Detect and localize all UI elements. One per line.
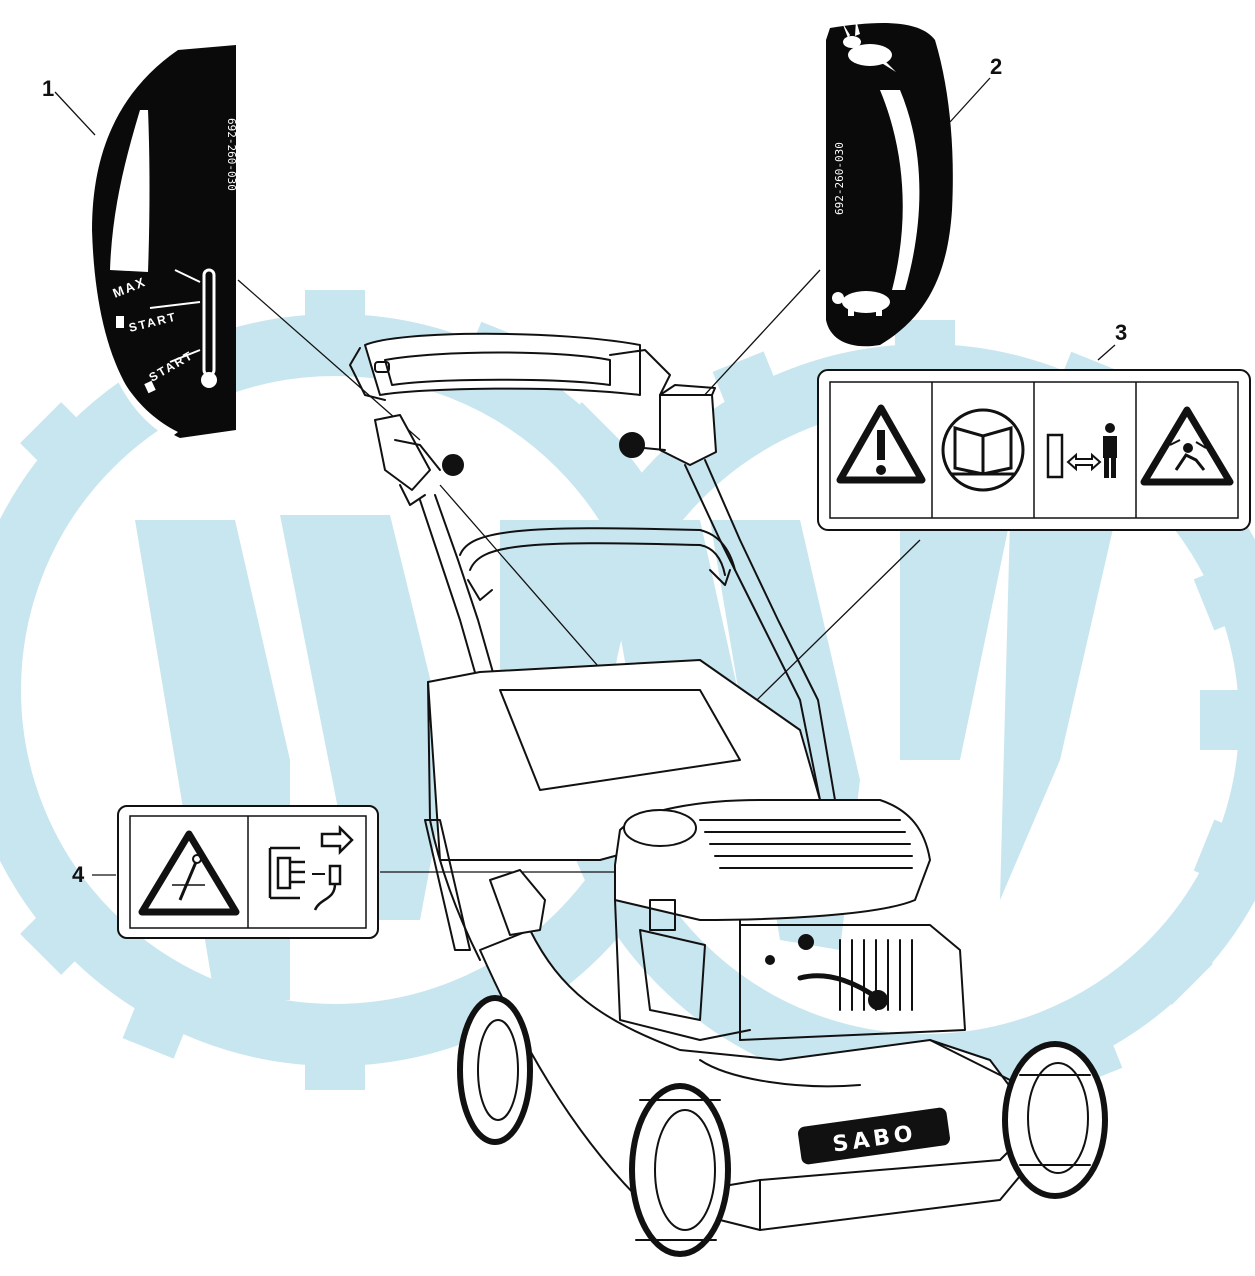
hare-icon: [842, 20, 896, 72]
tool-warning-triangle-icon: [138, 830, 240, 916]
callout-3: 3: [1115, 320, 1127, 345]
callout-1: 1: [42, 76, 54, 101]
throttle-lever: [374, 414, 464, 506]
front-left-wheel: [629, 1083, 731, 1257]
catcher-brand-mark: [424, 819, 471, 951]
decal-1-throttle: MAX START START 692-260-030: [92, 45, 238, 438]
engine: [614, 799, 966, 1041]
callout-4: 4: [72, 862, 85, 887]
decal-2-speed: 692-260-030: [826, 20, 953, 347]
decal-2-part-code: 692-260-030: [833, 142, 846, 215]
lower-handle-frame: [459, 527, 736, 601]
rear-left-wheel: [457, 995, 533, 1145]
decal-3-safety-strip: [817, 369, 1251, 531]
callout-numbers: 1 2 3 4: [42, 54, 1127, 887]
thrown-objects-icon: [1140, 406, 1234, 486]
rear-wheel-hub: [489, 869, 546, 936]
decal-1-part-code: 692-260-030: [225, 118, 238, 191]
disconnect-spark-plug-icon: [268, 824, 354, 911]
front-right-wheel: [1002, 1041, 1108, 1199]
speed-control-housing: [609, 349, 717, 466]
handle-bar: [349, 332, 641, 401]
tortoise-icon: [832, 291, 890, 316]
callout-2: 2: [990, 54, 1002, 79]
thermometer-icon: [201, 268, 217, 388]
lawn-mower-illustration: SABO: [349, 332, 1108, 1257]
start-marker-icon: [116, 316, 124, 328]
read-manual-icon: [941, 408, 1025, 492]
keep-distance-icon: [1046, 423, 1117, 479]
warning-triangle-icon: [836, 404, 926, 484]
decal-4-maintenance: [117, 805, 379, 939]
